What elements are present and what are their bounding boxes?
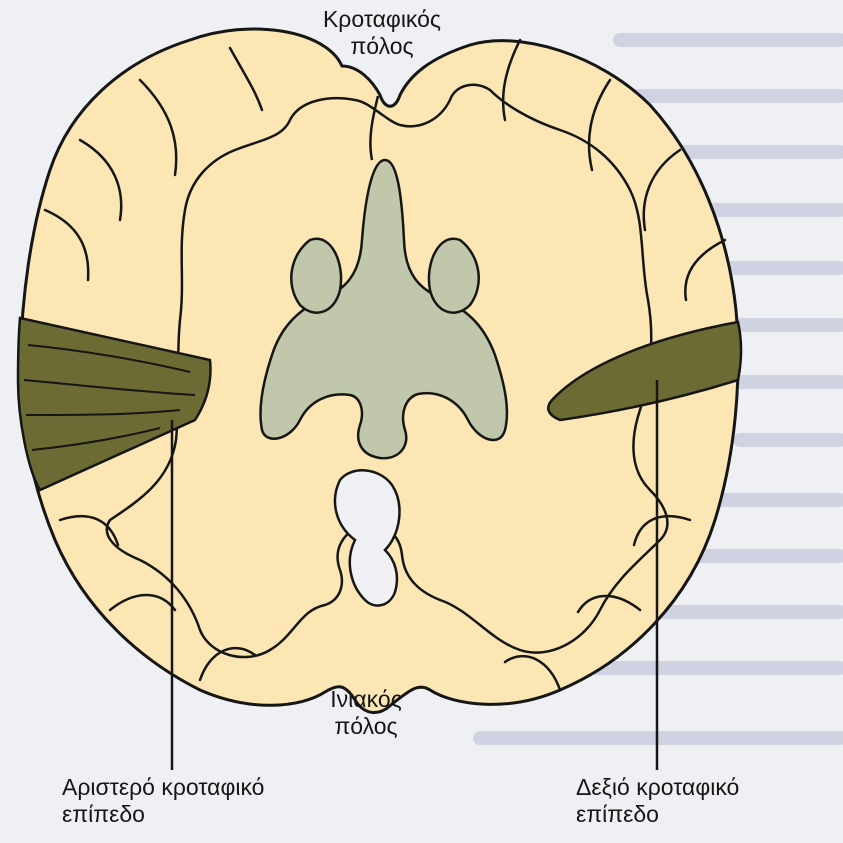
left-planum-label-line1: Αριστερό κροταφικό [62, 774, 312, 801]
right-planum-label: Δεξιό κροταφικό επίπεδο [576, 774, 836, 828]
right-planum-label-line2: επίπεδο [576, 801, 836, 828]
occipital-pole-label-line1: Ινιακός [266, 686, 466, 713]
temporal-pole-label-line2: πόλος [262, 33, 502, 60]
left-planum-label: Αριστερό κροταφικό επίπεδο [62, 774, 312, 828]
left-planum-label-line2: επίπεδο [62, 801, 312, 828]
thalamus-left [291, 239, 341, 313]
thalamus-right [429, 239, 479, 313]
occipital-pole-label-line2: πόλος [266, 713, 466, 740]
temporal-pole-label: Κροταφικός πόλος [262, 6, 502, 60]
occipital-pole-label: Ινιακός πόλος [266, 686, 466, 740]
temporal-pole-label-line1: Κροταφικός [262, 6, 502, 33]
right-planum-label-line1: Δεξιό κροταφικό [576, 774, 836, 801]
